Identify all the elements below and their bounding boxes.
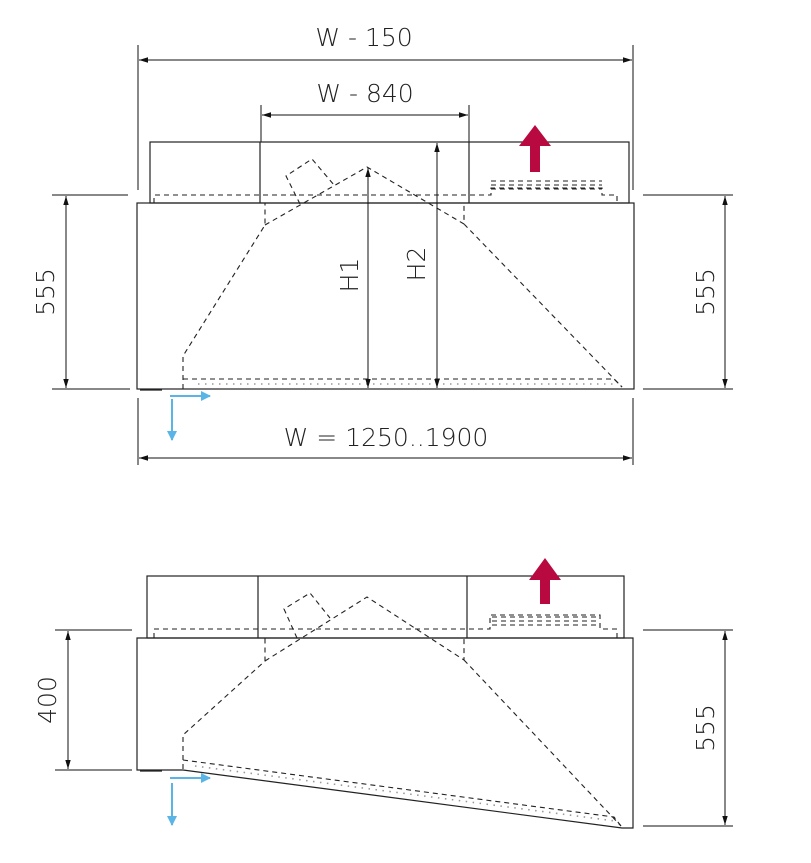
dim-label: 555 [691, 704, 720, 752]
dim-left-555: 555 [31, 194, 130, 390]
dim-w-150: W - 150 [137, 23, 634, 190]
exhaust-arrow-icon [519, 125, 551, 172]
hood-body [136, 637, 634, 829]
dim-w: W = 1250..1900 [137, 398, 634, 465]
dim-h1-label: H1 [335, 258, 364, 293]
dim-label: 555 [691, 268, 720, 316]
top-view: W - 150 W - 840 H1 H2 [31, 23, 733, 465]
bottom-view: 400 555 [33, 558, 733, 829]
dim-label: W - 150 [315, 23, 412, 52]
dim-label: 555 [31, 268, 60, 316]
dim-h2-label: H2 [402, 247, 431, 282]
dim-w-840: W - 840 [260, 79, 470, 142]
dim-right-555: 555 [643, 194, 733, 390]
supply-arrows-icon [167, 773, 211, 826]
dim-label: W - 840 [316, 79, 413, 108]
dim-right-555: 555 [643, 629, 733, 827]
supply-arrows-icon [167, 391, 211, 441]
grille [491, 180, 602, 190]
hood-body [136, 202, 635, 390]
grille [492, 616, 600, 626]
dim-label: W = 1250..1900 [284, 423, 489, 452]
dim-left-400: 400 [33, 629, 132, 771]
exhaust-arrow-icon [529, 558, 561, 604]
plenum-box [149, 141, 630, 204]
dim-label: 400 [33, 676, 62, 724]
